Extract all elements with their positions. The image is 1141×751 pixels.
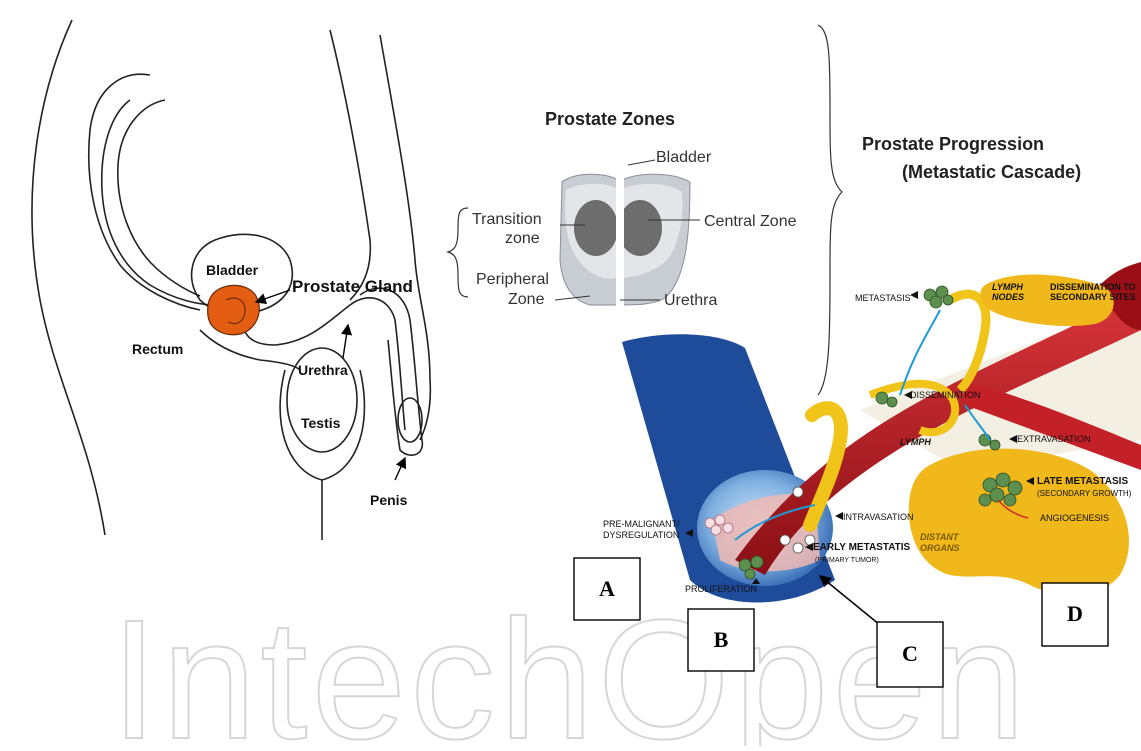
cascade-label-dissemination: DISSEMINATION [910,390,980,400]
zones-label-peripheral-2: Zone [508,291,545,308]
back-outline [32,20,105,535]
cascade-label-extravasation: EXTRAVASATION [1017,434,1091,444]
penis-pointer-arrow [395,458,405,480]
panel-box-d: D [1042,583,1108,646]
anatomy-label-bladder: Bladder [206,262,259,278]
cascade-label-secondary-growth: (SECONDARY GROWTH) [1037,489,1132,498]
cascade-label-distant-2: ORGANS [920,543,960,553]
zones-label-transition-2: zone [505,230,540,247]
zones-left-brace [448,208,468,297]
anatomy-label-urethra: Urethra [298,362,348,378]
zones-right-brace [818,25,842,395]
cascade-label-proliferation: PROLIFERATION [685,584,757,594]
zones-label-peripheral-1: Peripheral [476,271,549,288]
anatomy-label-penis: Penis [370,492,408,508]
cascade-label-distant-1: DISTANT [920,532,960,542]
glans-outline [398,398,422,442]
abdomen-outline [330,30,370,300]
anatomy-label-rectum: Rectum [132,341,183,357]
panel-box-a-label: A [599,576,615,601]
panel-box-b: B [688,609,754,671]
zones-label-urethra: Urethra [664,292,717,309]
penis-outline [360,288,422,455]
cascade-label-premalignant-2: DYSREGULATION [603,530,679,540]
cascade-label-lymph-nodes-1: LYMPH [992,282,1023,292]
cascade-label-intravasation: INTRAVASATION [843,512,914,522]
zones-diagram [560,174,690,310]
panel-box-c-label: C [902,641,918,666]
anatomy-label-prostate: Prostate Gland [292,277,413,296]
panel-box-a: A [574,558,640,620]
cascade-label-lymph: LYMPH [900,437,931,447]
cascade-label-dissem-secondary-1: DISSEMINATION TO [1050,282,1136,292]
progression-title-2: (Metastatic Cascade) [902,162,1081,182]
cascade-label-angiogenesis: ANGIOGENESIS [1040,513,1109,523]
panel-box-d-label: D [1067,601,1083,626]
cascade-label-premalignant-1: PRE-MALIGNANT/ [603,519,680,529]
panel-box-c: C [877,622,943,687]
cascade-label-early-metastasis: EARLY METASTATIS [813,542,911,553]
rectum-outline [102,100,215,305]
cascade-label-primary-tumor: (PRIMARY TUMOR) [815,557,879,564]
cascade-label-metastasis: METASTASIS [855,293,911,303]
cascade-label-late-metastasis: LATE METASTASIS [1037,476,1128,487]
anatomy-label-testis: Testis [301,415,341,431]
progression-title-1: Prostate Progression [862,134,1044,154]
zones-label-bladder: Bladder [656,149,712,166]
panel-box-b-label: B [714,627,729,652]
zones-label-transition-1: Transition [472,211,542,228]
urethra-pointer-arrow [343,325,348,358]
cascade-label-dissem-secondary-2: SECONDARY SITES [1050,292,1136,302]
cascade-label-lymph-nodes-2: NODES [992,292,1024,302]
zones-title: Prostate Zones [545,109,675,129]
prostate-gland-shape [208,285,259,334]
zones-label-central: Central Zone [704,213,797,230]
